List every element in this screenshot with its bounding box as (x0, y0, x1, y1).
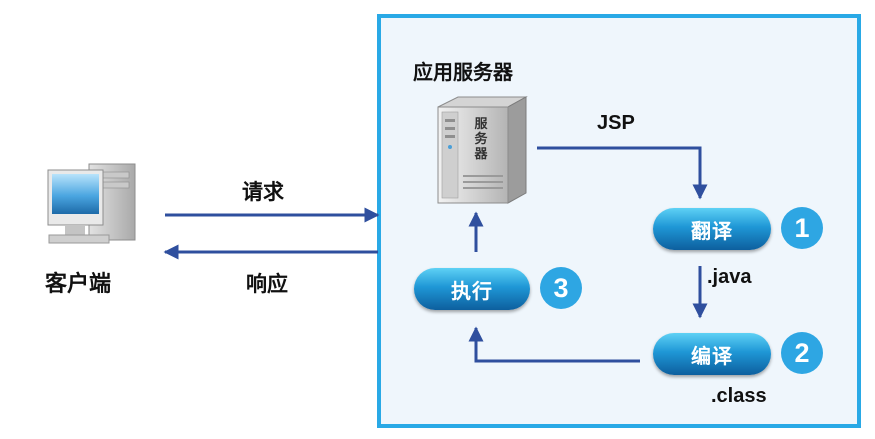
request-label: 请求 (242, 180, 284, 204)
desktop-computer-icon (45, 162, 140, 250)
server-text-char: 器 (474, 147, 488, 162)
app-server-container (377, 14, 861, 428)
jsp-arrow (537, 146, 708, 200)
jsp-label: JSP (597, 112, 635, 134)
class-arrow (468, 326, 640, 363)
step-translate-pill: 翻译 (653, 208, 771, 250)
step-compile-pill: 编译 (653, 333, 771, 375)
server-text-char: 服 (474, 117, 488, 132)
client-label: 客户端 (45, 272, 112, 297)
class-label: .class (711, 385, 767, 407)
step-3-badge: 3 (540, 267, 582, 309)
step-1-badge: 1 (781, 207, 823, 249)
step-2-badge: 2 (781, 332, 823, 374)
server-tower-icon: 服 务 器 (430, 95, 530, 207)
step-execute-pill: 执行 (414, 268, 530, 310)
server-text-char: 务 (474, 132, 488, 147)
response-label: 响应 (246, 272, 288, 296)
app-server-title: 应用服务器 (413, 60, 513, 84)
java-label: .java (707, 266, 752, 288)
